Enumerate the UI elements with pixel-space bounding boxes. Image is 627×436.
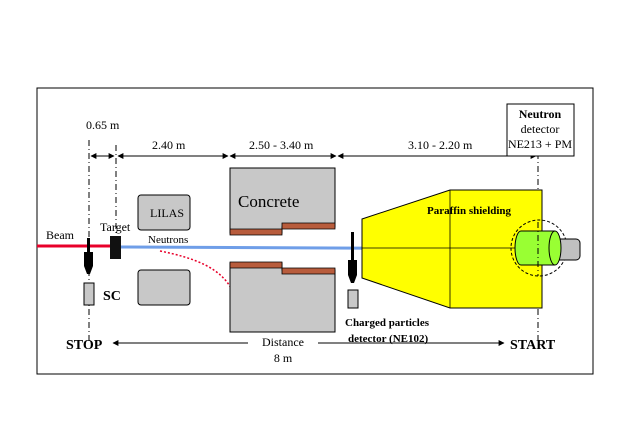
sc-stem [87,238,90,252]
distance-label-2: 8 m [274,351,293,365]
start-label: START [510,338,556,353]
concrete-upper-brick [229,222,336,236]
scintillator-face [548,230,562,266]
dim-label-310-220: 3.10 - 2.20 m [408,138,473,152]
lilas-label: LILAS [150,206,184,220]
neutron-detector-label-2: detector [521,122,560,136]
sc-label: SC [103,289,121,304]
dim-label-250-340: 2.50 - 3.40 m [249,138,314,152]
concrete-label: Concrete [238,192,299,211]
distance-label-1: Distance [262,335,304,349]
charged-detector-stem [351,232,354,260]
charged-detector-body [347,289,359,309]
lower-box [137,269,191,306]
target-block [110,236,121,259]
stop-label: STOP [66,338,103,353]
dim-label-065: 0.65 m [86,118,120,132]
paraffin-label: Paraffin shielding [427,205,512,217]
sc-detector-top [84,252,93,274]
charged-detector-top [348,260,357,283]
concrete-lower-brick [229,261,336,275]
neutrons-label: Neutrons [148,234,188,246]
target-label: Target [100,220,131,234]
neutron-detector-label-box [506,103,575,157]
dim-label-240: 2.40 m [152,138,186,152]
lilas-box [137,194,191,231]
neutron-detector-label-3: NE213 + PM [508,137,572,151]
charged-detector-label-1: Charged particles [345,317,430,329]
beam-label: Beam [46,228,75,242]
neutron-detector-label-1: Neutron [519,107,562,121]
charged-detector-label-2: detector (NE102) [348,333,428,345]
sc-detector-body [83,282,95,306]
